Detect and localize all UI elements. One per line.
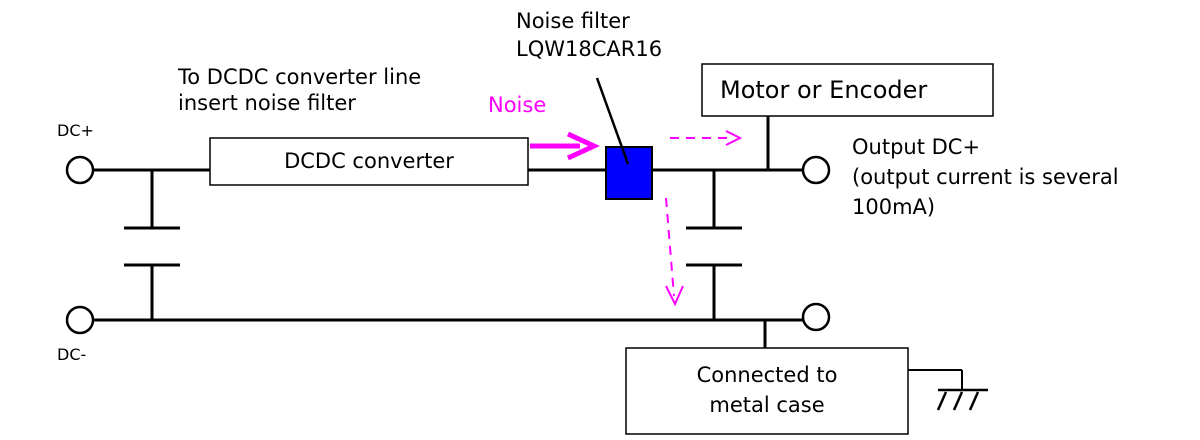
capacitor-right [686,170,742,320]
motor-encoder-box [701,63,994,117]
annotation-line-2: insert noise filter [178,91,356,115]
capacitor-left [124,170,180,320]
filter-label-line-1: Noise filter [516,9,630,33]
terminal-dc-plus [65,155,95,185]
filter-label-line-2: LQW18CAR16 [516,37,662,61]
terminal-dc-minus [65,305,95,335]
dc-minus-label: DC- [57,345,86,364]
noise-arrow-dashed-down [665,197,684,307]
noise-arrow-dashed-right [670,130,743,146]
case-label-line-2: metal case [709,393,824,417]
noise-label: Noise [488,93,546,117]
dcdc-converter-label: DCDC converter [284,149,454,173]
output-label-line-2: (output current is several [852,165,1119,189]
output-label-line-3: 100mA) [852,195,935,219]
noise-arrow-solid [530,131,600,161]
motor-encoder-label: Motor or Encoder [720,76,927,104]
metal-case-box [625,347,909,435]
terminal-output-plus [801,155,831,185]
dc-plus-label: DC+ [57,121,94,140]
output-label-line-1: Output DC+ [852,135,980,159]
filter-pointer-line [595,77,630,165]
terminal-output-minus [801,302,831,332]
noise-filter-component [605,146,653,200]
case-label-line-1: Connected to [697,363,838,387]
ground-icon [908,369,988,411]
annotation-line-1: To DCDC converter line [177,65,421,89]
dcdc-converter-box [209,137,529,186]
